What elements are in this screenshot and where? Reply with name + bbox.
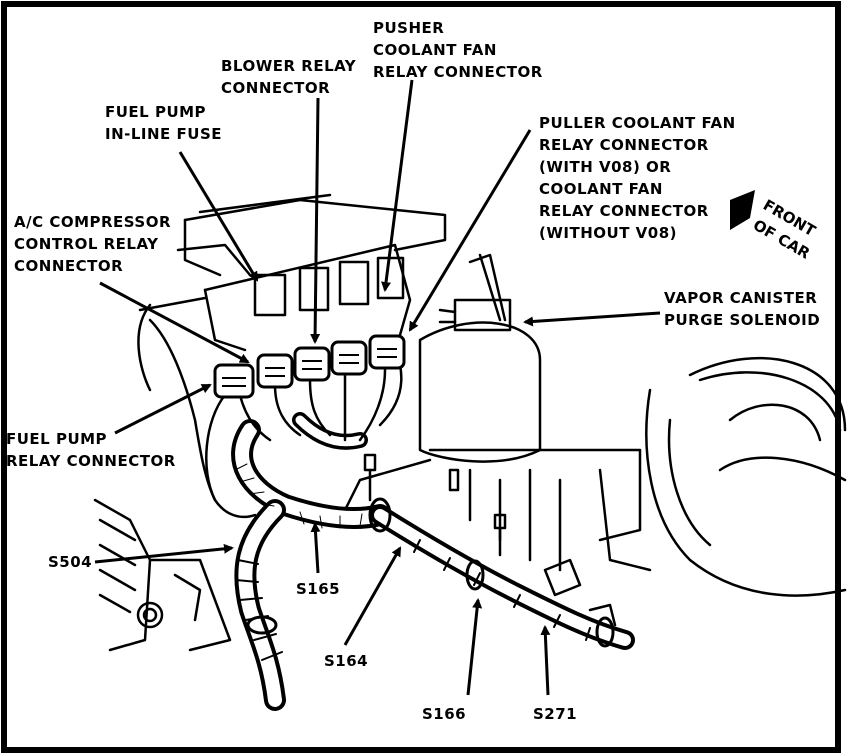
s504-label: S504 bbox=[48, 553, 92, 571]
ac-relay-connector bbox=[256, 353, 294, 389]
engine-line-art bbox=[93, 193, 847, 652]
svg-text:VAPOR CANISTER: VAPOR CANISTER bbox=[664, 289, 817, 307]
s165-label: S165 bbox=[296, 580, 340, 598]
svg-text:PULLER COOLANT FAN: PULLER COOLANT FAN bbox=[539, 114, 736, 132]
svg-text:(WITH V08) OR: (WITH V08) OR bbox=[539, 158, 671, 176]
svg-text:CONNECTOR: CONNECTOR bbox=[221, 79, 330, 97]
svg-text:RELAY CONNECTOR: RELAY CONNECTOR bbox=[539, 202, 709, 220]
s271-arrow bbox=[540, 625, 551, 696]
leader-arrows bbox=[94, 79, 661, 696]
pusher-label: PUSHER COOLANT FAN RELAY CONNECTOR bbox=[373, 19, 543, 81]
svg-text:RELAY CONNECTOR: RELAY CONNECTOR bbox=[373, 63, 543, 81]
s165-arrow bbox=[310, 522, 321, 574]
vapor-label: VAPOR CANISTER PURGE SOLENOID bbox=[664, 289, 820, 329]
fuel-pump-relay-connector bbox=[213, 363, 255, 399]
fuel-relay-arrow bbox=[114, 383, 212, 435]
diagram-frame bbox=[1, 1, 841, 753]
fuel-relay-label: FUEL PUMP RELAY CONNECTOR bbox=[6, 430, 176, 470]
puller-arrow bbox=[408, 129, 532, 332]
blower-relay-connector bbox=[293, 346, 331, 382]
puller-label: PULLER COOLANT FAN RELAY CONNECTOR (WITH… bbox=[539, 114, 736, 242]
svg-text:FUEL PUMP: FUEL PUMP bbox=[6, 430, 107, 448]
puller-relay-connector bbox=[368, 334, 406, 370]
s504-arrow bbox=[94, 543, 234, 564]
wiring-harness bbox=[148, 318, 635, 711]
svg-text:PURGE SOLENOID: PURGE SOLENOID bbox=[664, 311, 820, 329]
relay-connectors bbox=[213, 334, 406, 399]
svg-text:BLOWER RELAY: BLOWER RELAY bbox=[221, 57, 357, 75]
front-arrow-icon bbox=[730, 190, 755, 230]
s166-arrow bbox=[466, 598, 483, 696]
front-of-car-label: FRONT OF CAR bbox=[750, 196, 819, 263]
svg-text:(WITHOUT V08): (WITHOUT V08) bbox=[539, 224, 677, 242]
svg-text:FUEL PUMP: FUEL PUMP bbox=[105, 103, 206, 121]
pusher-arrow bbox=[381, 79, 414, 292]
s166-label: S166 bbox=[422, 705, 466, 723]
blower-label: BLOWER RELAY CONNECTOR bbox=[221, 57, 357, 97]
svg-text:IN-LINE FUSE: IN-LINE FUSE bbox=[105, 125, 222, 143]
svg-text:CONTROL RELAY: CONTROL RELAY bbox=[14, 235, 159, 253]
svg-text:COOLANT FAN: COOLANT FAN bbox=[373, 41, 497, 59]
svg-text:COOLANT FAN: COOLANT FAN bbox=[539, 180, 663, 198]
svg-text:RELAY CONNECTOR: RELAY CONNECTOR bbox=[6, 452, 176, 470]
blower-arrow bbox=[310, 97, 321, 344]
svg-text:CONNECTOR: CONNECTOR bbox=[14, 257, 123, 275]
ac-arrow bbox=[99, 281, 250, 364]
svg-text:A/C COMPRESSOR: A/C COMPRESSOR bbox=[14, 213, 171, 231]
s164-label: S164 bbox=[324, 652, 368, 670]
s164-arrow bbox=[343, 546, 402, 646]
s271-label: S271 bbox=[533, 705, 577, 723]
vapor-arrow bbox=[523, 311, 661, 327]
svg-text:PUSHER: PUSHER bbox=[373, 19, 444, 37]
svg-text:RELAY CONNECTOR: RELAY CONNECTOR bbox=[539, 136, 709, 154]
fuse-arrow bbox=[178, 151, 259, 282]
fuse-label: FUEL PUMP IN-LINE FUSE bbox=[105, 103, 222, 143]
pusher-relay-connector bbox=[330, 340, 368, 376]
ac-label: A/C COMPRESSOR CONTROL RELAY CONNECTOR bbox=[14, 213, 171, 275]
